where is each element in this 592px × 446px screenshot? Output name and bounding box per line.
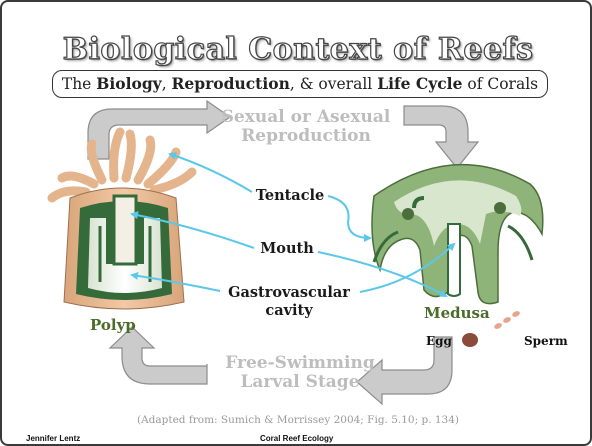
sperm-dot-2 [502, 316, 511, 324]
reproduction-line2: Reproduction [208, 127, 404, 146]
reproduction-label: Sexual or Asexual Reproduction [208, 108, 404, 146]
source-credit: (Adapted from: Sumich & Morrissey 2004; … [2, 414, 592, 426]
cycle-arrow-top-right [404, 106, 478, 168]
medusa-label: Medusa [424, 304, 490, 322]
mouth-label: Mouth [252, 240, 322, 258]
gastro-line1: Gastrovascular [218, 284, 360, 302]
pointer-tentacle-medusa [328, 196, 370, 238]
footer-author: Jennifer Lentz [26, 434, 80, 443]
tentacle-label: Tentacle [248, 187, 332, 205]
gastro-line2: cavity [218, 302, 360, 320]
egg-shape [462, 333, 478, 347]
sperm-label: Sperm [524, 334, 568, 348]
reproduction-line1: Sexual or Asexual [208, 108, 404, 127]
sperm-dot-3 [511, 310, 520, 318]
larval-line2: Larval Stage [202, 373, 398, 392]
egg-label: Egg [426, 334, 452, 348]
gastrovascular-label: Gastrovascular cavity [218, 284, 360, 320]
cycle-arrow-bottom-left [110, 327, 207, 384]
larval-line1: Free-Swimming [202, 354, 398, 373]
pointer-tentacle-polyp [170, 154, 252, 192]
medusa-illustration [372, 165, 543, 304]
larval-stage-label: Free-Swimming Larval Stage [202, 354, 398, 392]
sperm-dot-1 [493, 322, 502, 330]
polyp-label: Polyp [90, 316, 136, 334]
footer-course: Coral Reef Ecology [260, 434, 333, 443]
